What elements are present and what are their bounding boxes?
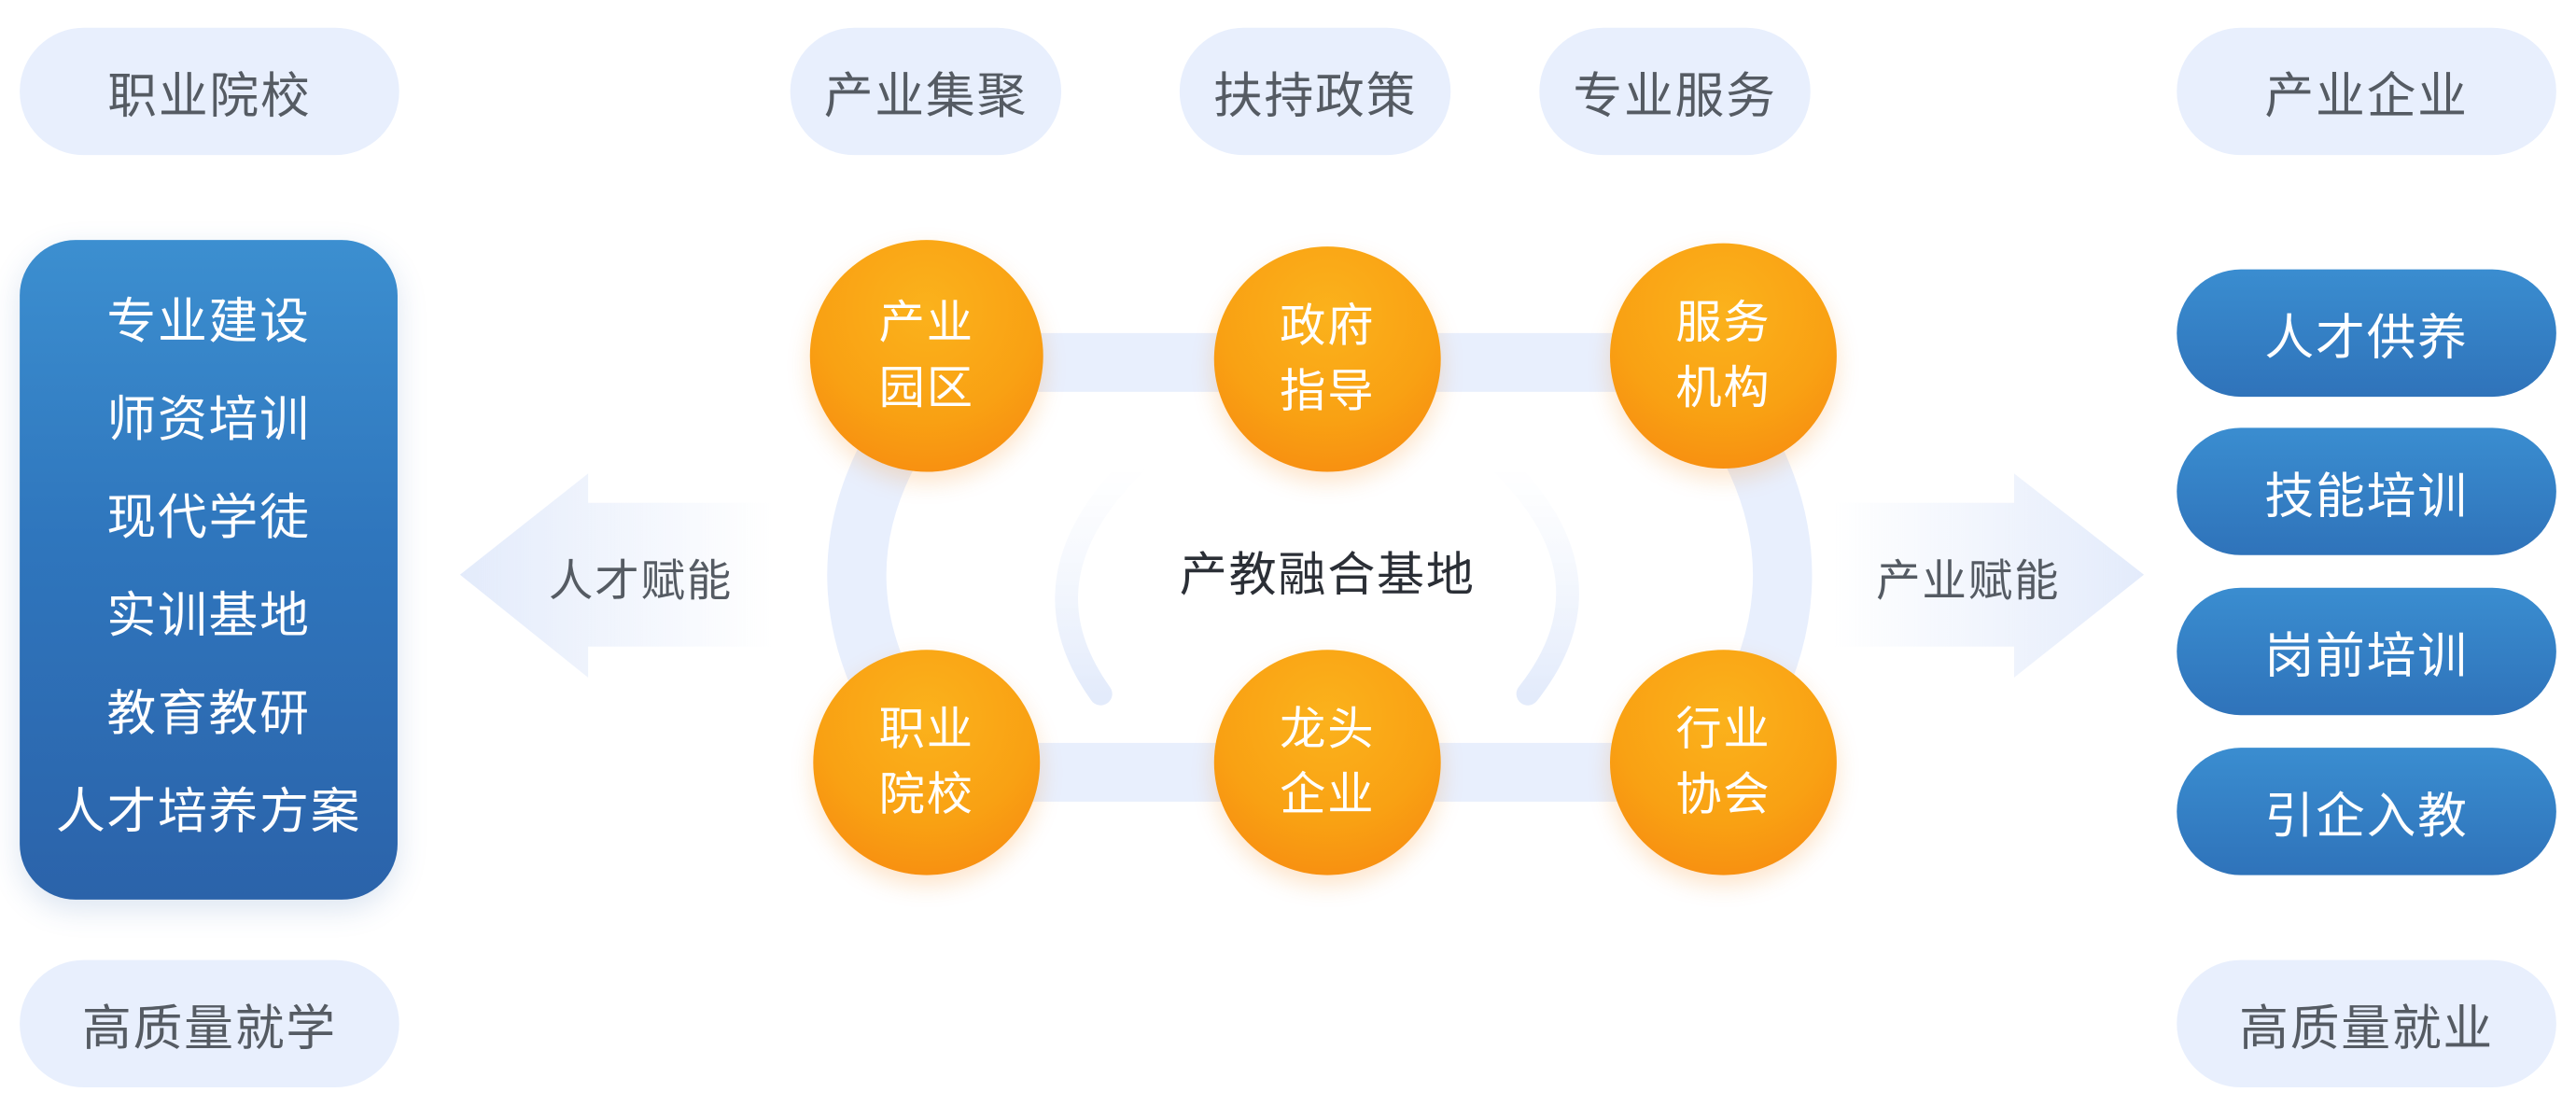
panel-item-talent-plan: 人才培养方案 xyxy=(55,783,362,841)
node-service-agency-line1: 服务 xyxy=(1675,295,1771,350)
node-leading-enterprise-line2: 企业 xyxy=(1280,767,1376,821)
node-industrial-park-line2: 园区 xyxy=(878,360,974,415)
panel-item-training-base: 实训基地 xyxy=(106,587,311,645)
right-pill-pre-job-training: 岗前培训 xyxy=(2177,587,2556,716)
inner-right-arc xyxy=(1491,454,1579,706)
inner-left-arc xyxy=(1055,454,1145,706)
right-arrow-shape xyxy=(1831,473,2145,678)
node-industrial-park: 产业 园区 xyxy=(809,240,1043,472)
school-offerings-panel: 专业建设 师资培训 现代学徒 实训基地 教育教研 人才培养方案 xyxy=(20,240,398,900)
right-pill-enterprise-into-teaching: 引企入教 xyxy=(2177,748,2556,875)
pill-quality-study: 高质量就学 xyxy=(20,959,399,1088)
node-leading-enterprise-line1: 龙头 xyxy=(1280,702,1376,756)
node-vocational-school: 职业 院校 xyxy=(813,650,1041,875)
node-government-guidance-line1: 政府 xyxy=(1280,299,1376,353)
panel-item-teacher-training: 师资培训 xyxy=(106,391,311,450)
pill-industry-enterprise: 产业企业 xyxy=(2177,27,2556,156)
left-arrow-label: 人才赋能 xyxy=(548,556,734,608)
node-service-agency: 服务 机构 xyxy=(1609,243,1837,469)
node-government-guidance: 政府 指导 xyxy=(1213,246,1441,472)
pill-industry-cluster: 产业集聚 xyxy=(790,27,1062,156)
node-leading-enterprise: 龙头 企业 xyxy=(1213,650,1441,875)
panel-item-teaching-research: 教育教研 xyxy=(106,685,311,743)
pill-vocational-schools: 职业院校 xyxy=(20,27,399,156)
right-pill-talent-supply: 人才供养 xyxy=(2177,269,2556,398)
right-arrow-label: 产业赋能 xyxy=(1876,556,2061,608)
pill-support-policy: 扶持政策 xyxy=(1179,27,1451,156)
node-vocational-school-line2: 院校 xyxy=(878,767,974,821)
pill-quality-employment: 高质量就业 xyxy=(2177,959,2556,1088)
node-vocational-school-line1: 职业 xyxy=(878,702,974,756)
panel-item-major-building: 专业建设 xyxy=(106,293,311,352)
panel-item-apprenticeship: 现代学徒 xyxy=(106,489,311,548)
node-industry-association: 行业 协会 xyxy=(1609,650,1837,875)
node-industry-association-line2: 协会 xyxy=(1675,767,1771,821)
node-service-agency-line2: 机构 xyxy=(1675,360,1771,415)
node-industrial-park-line1: 产业 xyxy=(878,295,974,350)
left-arrow-shape xyxy=(459,473,773,678)
pill-professional-services: 专业服务 xyxy=(1539,27,1811,156)
right-pill-skill-training: 技能培训 xyxy=(2177,427,2556,555)
node-government-guidance-line2: 指导 xyxy=(1280,364,1376,418)
node-industry-association-line1: 行业 xyxy=(1675,702,1771,756)
center-label: 产教融合基地 xyxy=(1179,547,1476,603)
